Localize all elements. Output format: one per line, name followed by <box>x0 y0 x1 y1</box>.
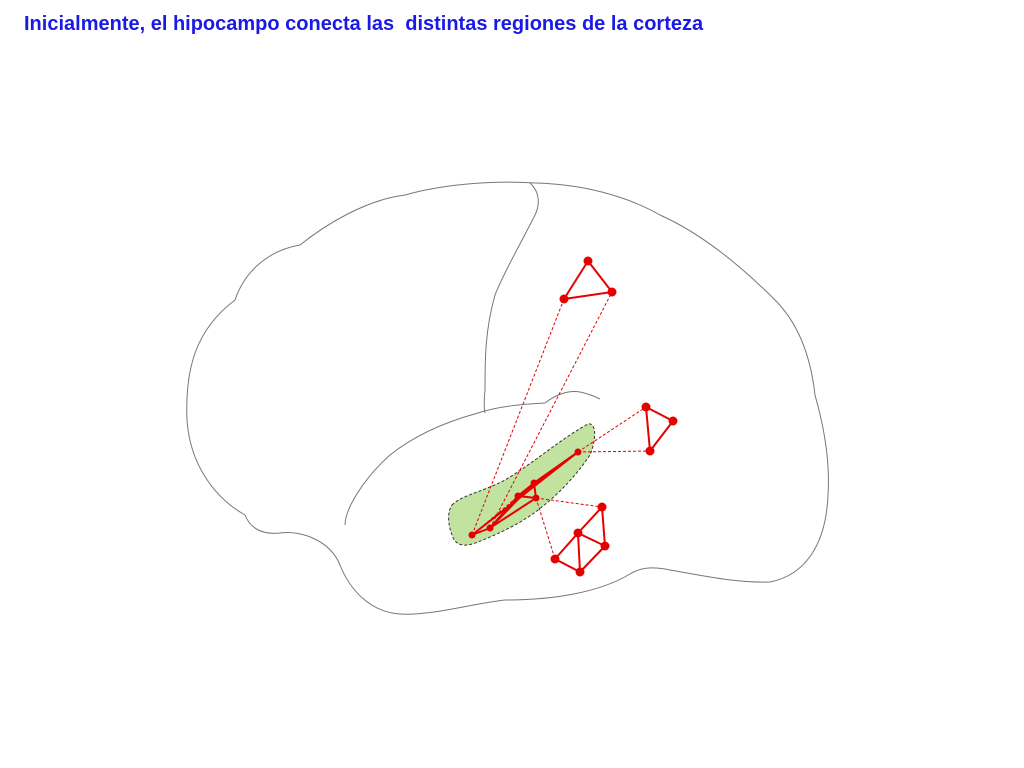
brain-contour <box>186 181 829 615</box>
node-c1 <box>597 502 607 512</box>
node-r1 <box>641 402 651 412</box>
solid-link-t3-t1 <box>563 260 589 300</box>
dashed-link-h6-r3 <box>577 450 651 453</box>
node-t3 <box>559 294 569 304</box>
node-c5 <box>575 567 585 577</box>
brain-outline <box>186 181 829 615</box>
solid-link-h4-h6 <box>533 451 579 484</box>
central-sulcus <box>483 182 539 414</box>
node-h1 <box>468 531 476 539</box>
node-h4 <box>530 479 538 487</box>
node-r3 <box>645 446 655 456</box>
hippocampus-region <box>448 423 596 546</box>
slide-title: Inicialmente, el hipocampo conecta las d… <box>24 13 704 35</box>
solid-link-t1-t2 <box>587 260 613 293</box>
node-r2 <box>668 416 678 426</box>
dashed-link-h6-r1 <box>577 406 647 453</box>
dashed-link-h1-t3 <box>471 298 565 536</box>
solid-link-r2-r3 <box>649 420 674 452</box>
solid-link-r1-r2 <box>645 406 674 422</box>
solid-link-c2-c4 <box>554 532 579 560</box>
node-c3 <box>600 541 610 551</box>
solid-link-r3-r1 <box>645 406 651 452</box>
node-t2 <box>607 287 617 297</box>
network-nodes <box>468 256 678 577</box>
solid-link-c3-c5 <box>579 545 606 573</box>
dashed-link-h5-c4 <box>535 497 556 560</box>
dashed-link-h5-c1 <box>535 497 603 508</box>
node-c4 <box>550 554 560 564</box>
node-h5 <box>532 494 540 502</box>
node-h3 <box>514 492 522 500</box>
solid-link-c1-c2 <box>577 506 603 534</box>
dashed-link-h2-t2 <box>489 291 613 529</box>
solid-link-h2-h5 <box>489 497 537 529</box>
node-t1 <box>583 256 593 266</box>
node-h6 <box>574 448 582 456</box>
node-h2 <box>486 524 494 532</box>
solid-link-t2-t3 <box>563 291 613 300</box>
solid-link-c4-c5 <box>554 558 581 573</box>
node-c2 <box>573 528 583 538</box>
lateral-sulcus <box>344 391 601 526</box>
solid-link-c2-c3 <box>577 532 606 547</box>
solid-link-c1-c3 <box>601 506 606 547</box>
solid-link-c2-c5 <box>577 532 581 573</box>
